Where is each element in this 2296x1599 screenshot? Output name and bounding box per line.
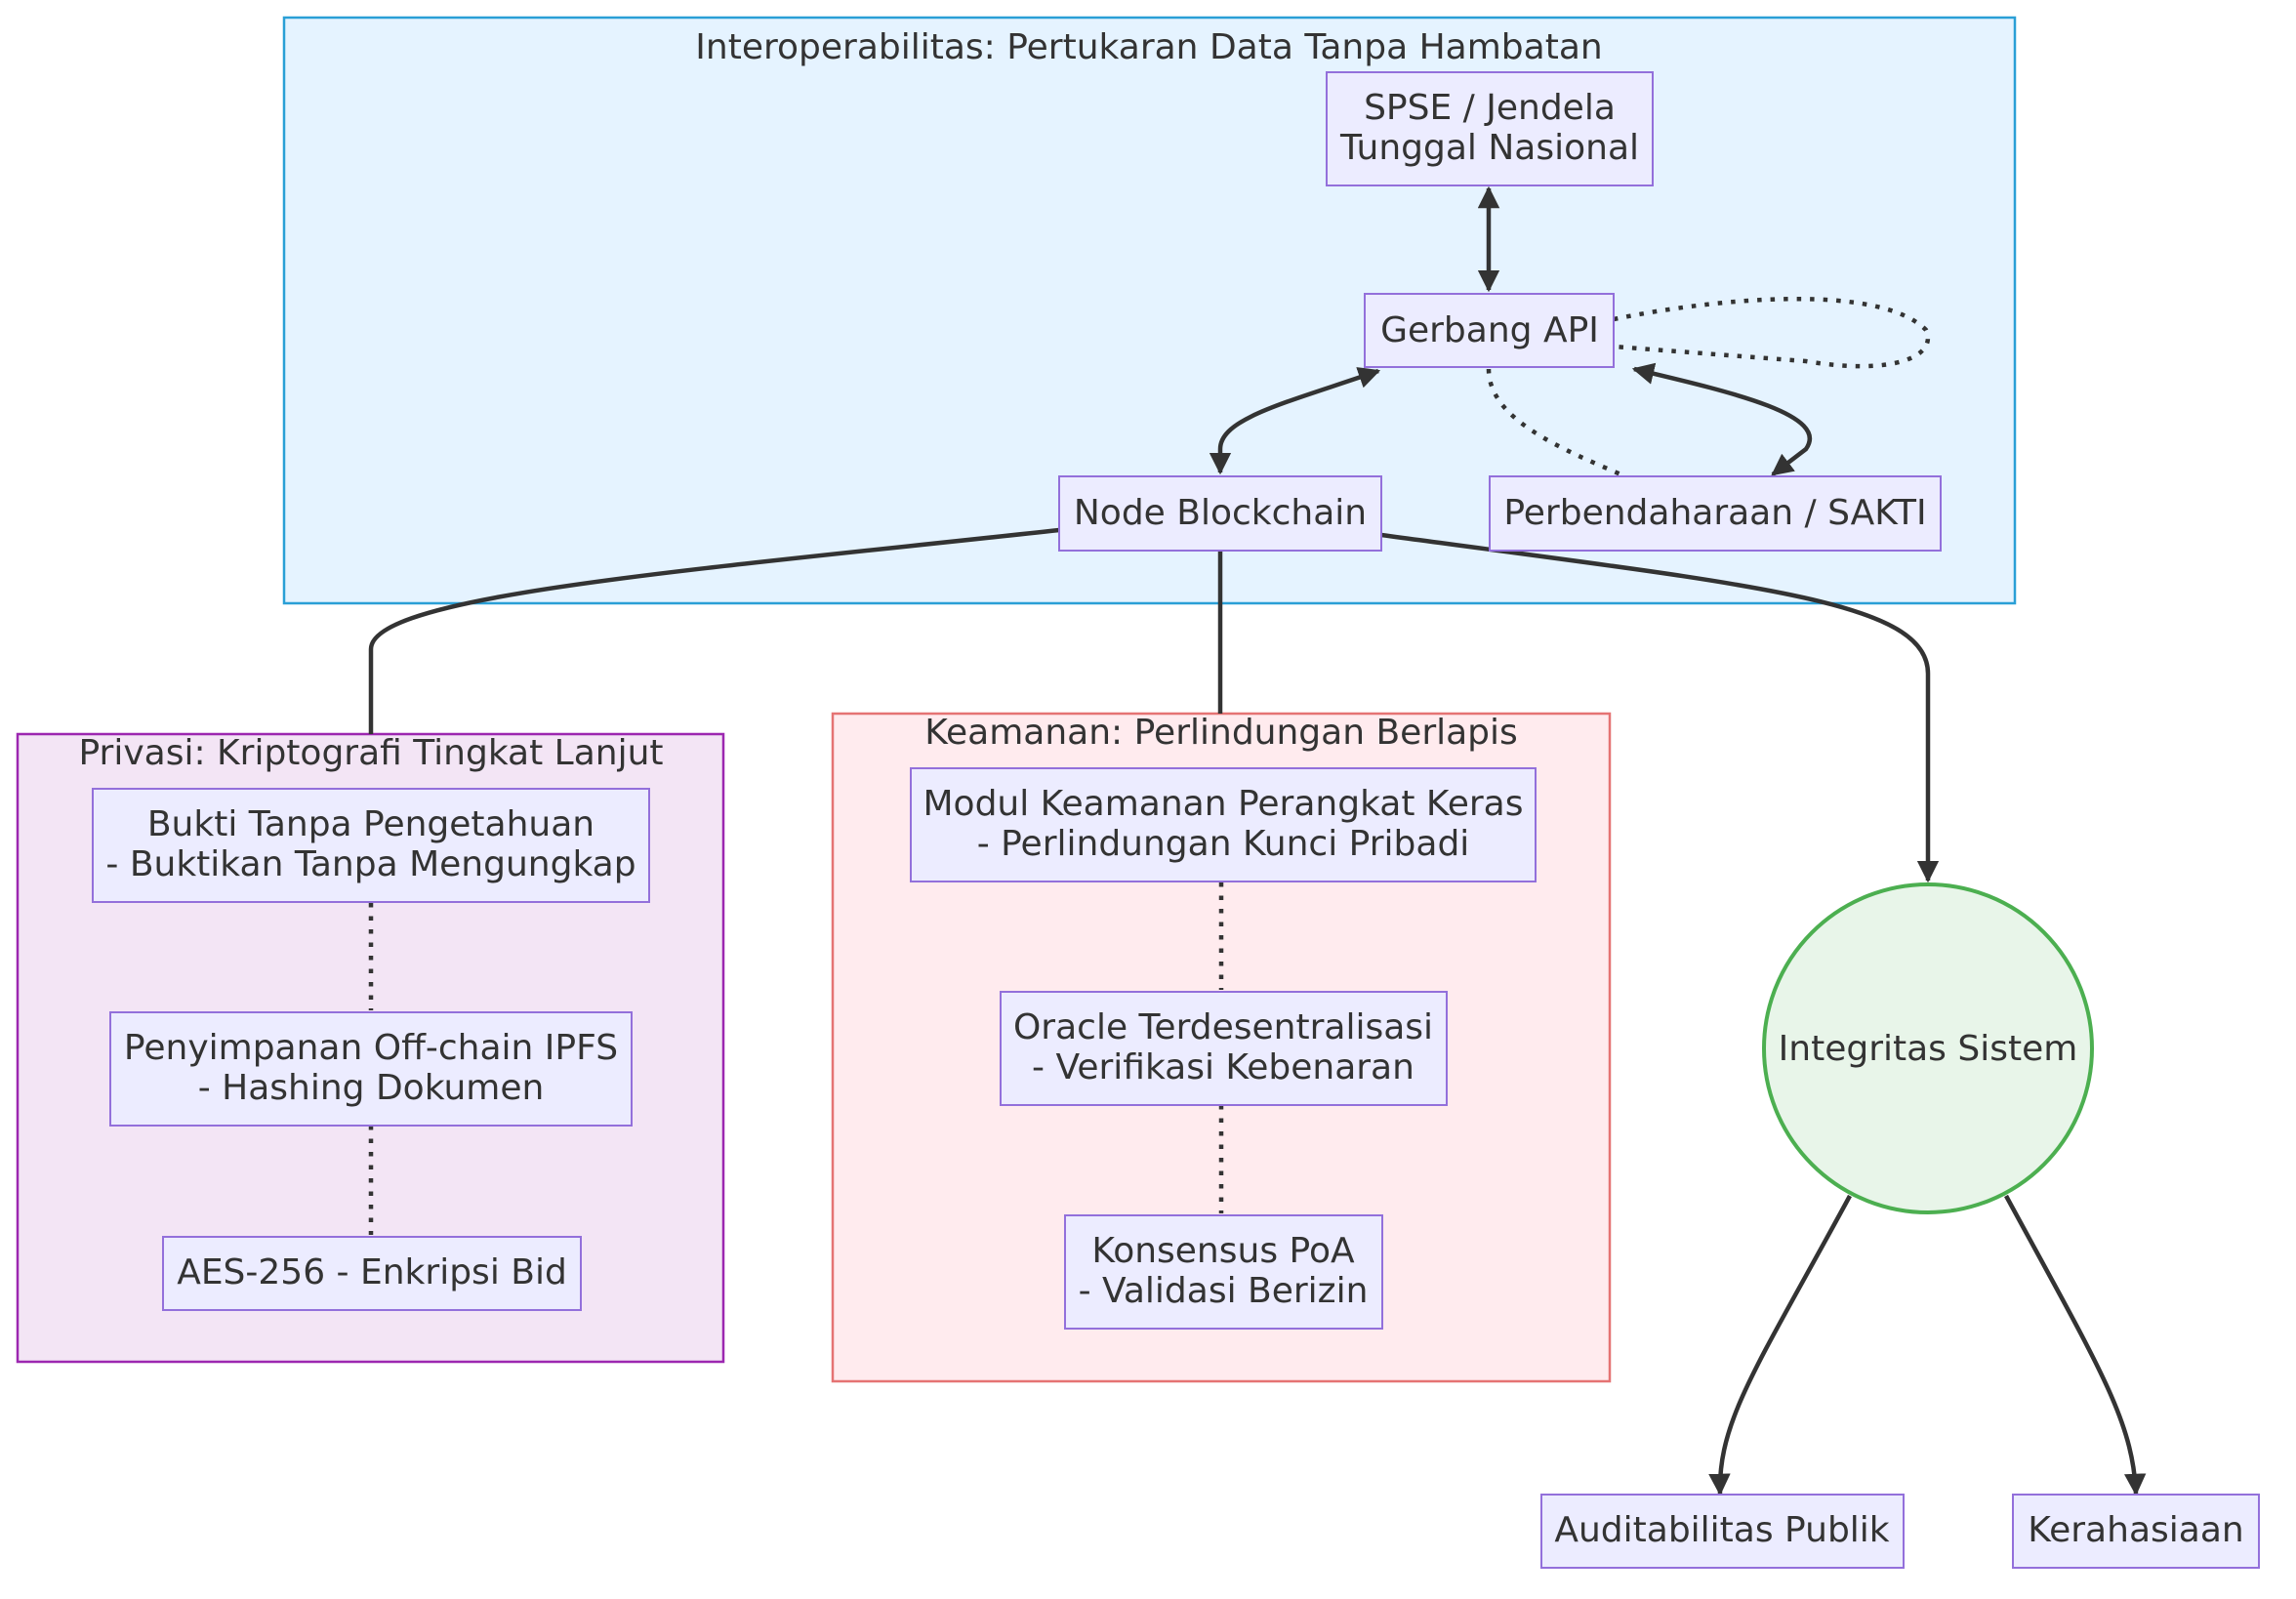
node-spse-box [1326, 71, 1654, 186]
node-zkp-label-line2: - Buktikan Tanpa Mengungkap [105, 844, 636, 884]
node-ipfs-box [109, 1011, 633, 1127]
node-hsm[interactable]: Modul Keamanan Perangkat Keras - Perlind… [910, 767, 1537, 882]
node-confidentiality-label: Kerahasiaan [2028, 1510, 2243, 1550]
node-spse-label-line1: SPSE / Jendela [1364, 88, 1616, 128]
node-ipfs-label-line1: Penyimpanan Off-chain IPFS [124, 1028, 618, 1068]
node-poa-box [1064, 1214, 1383, 1330]
cluster-security-label: Keamanan: Perlindungan Berlapis [924, 713, 1518, 753]
node-audit[interactable]: Auditabilitas Publik [1540, 1494, 1905, 1569]
edge-integrity-audit [1708, 1194, 1852, 1496]
node-zkp[interactable]: Bukti Tanpa Pengetahuan - Buktikan Tanpa… [92, 788, 650, 903]
node-blockchain[interactable]: Node Blockchain [1058, 475, 1382, 552]
node-gateway[interactable]: Gerbang API [1364, 293, 1615, 368]
node-blockchain-label: Node Blockchain [1074, 493, 1367, 533]
node-treasury-label: Perbendaharaan / SAKTI [1503, 493, 1926, 533]
node-spse[interactable]: SPSE / Jendela Tunggal Nasional [1326, 71, 1654, 186]
cluster-privacy-label: Privasi: Kriptografi Tingkat Lanjut [78, 733, 663, 773]
node-hsm-label-line2: - Perlindungan Kunci Pribadi [977, 824, 1470, 864]
node-zkp-label-line1: Bukti Tanpa Pengetahuan [147, 804, 594, 844]
edge-blockchain-integrity [1380, 532, 1940, 883]
node-integrity-circle [1762, 882, 2094, 1214]
node-blockchain-box [1058, 475, 1382, 552]
edge-blockchain-privacy [368, 527, 1060, 734]
node-audit-label: Auditabilitas Publik [1554, 1510, 1889, 1550]
cluster-interoperability-label: Interoperabilitas: Pertukaran Data Tanpa… [695, 27, 1602, 67]
node-spse-label-line2: Tunggal Nasional [1339, 128, 1639, 168]
edge-gateway-treasury-dotted [1486, 368, 1626, 479]
node-gateway-box [1364, 293, 1615, 368]
node-poa-label-line1: Konsensus PoA [1091, 1231, 1355, 1271]
node-treasury-box [1489, 475, 1942, 552]
node-integrity-label: Integritas Sistem [1779, 1029, 2078, 1069]
node-ipfs-label-line2: - Hashing Dokumen [198, 1068, 545, 1108]
node-zkp-box [92, 788, 650, 903]
node-audit-box [1540, 1494, 1905, 1569]
node-gateway-label: Gerbang API [1380, 310, 1599, 350]
node-aes-label: AES-256 - Enkripsi Bid [177, 1252, 567, 1292]
edge-integrity-confidentiality [2004, 1194, 2147, 1496]
node-aes-box [162, 1236, 582, 1311]
node-confidentiality-box [2012, 1494, 2260, 1569]
node-hsm-box [910, 767, 1537, 882]
edge-gateway-treasury [1631, 362, 1813, 476]
edge-gateway-blockchain [1209, 367, 1381, 475]
node-oracle[interactable]: Oracle Terdesentralisasi - Verifikasi Ke… [1000, 991, 1448, 1106]
node-hsm-label-line1: Modul Keamanan Perangkat Keras [922, 784, 1523, 824]
node-confidentiality[interactable]: Kerahasiaan [2012, 1494, 2260, 1569]
edges [368, 185, 2147, 1496]
node-oracle-label-line2: - Verifikasi Kebenaran [1032, 1047, 1414, 1087]
node-aes[interactable]: AES-256 - Enkripsi Bid [162, 1236, 582, 1311]
node-poa[interactable]: Konsensus PoA - Validasi Berizin [1064, 1214, 1383, 1330]
node-oracle-label-line1: Oracle Terdesentralisasi [1013, 1007, 1433, 1047]
node-oracle-box [1000, 991, 1448, 1106]
node-poa-label-line2: - Validasi Berizin [1079, 1271, 1369, 1311]
node-ipfs[interactable]: Penyimpanan Off-chain IPFS - Hashing Dok… [109, 1011, 633, 1127]
node-treasury[interactable]: Perbendaharaan / SAKTI [1489, 475, 1942, 552]
node-integrity[interactable]: Integritas Sistem [1762, 882, 2094, 1214]
